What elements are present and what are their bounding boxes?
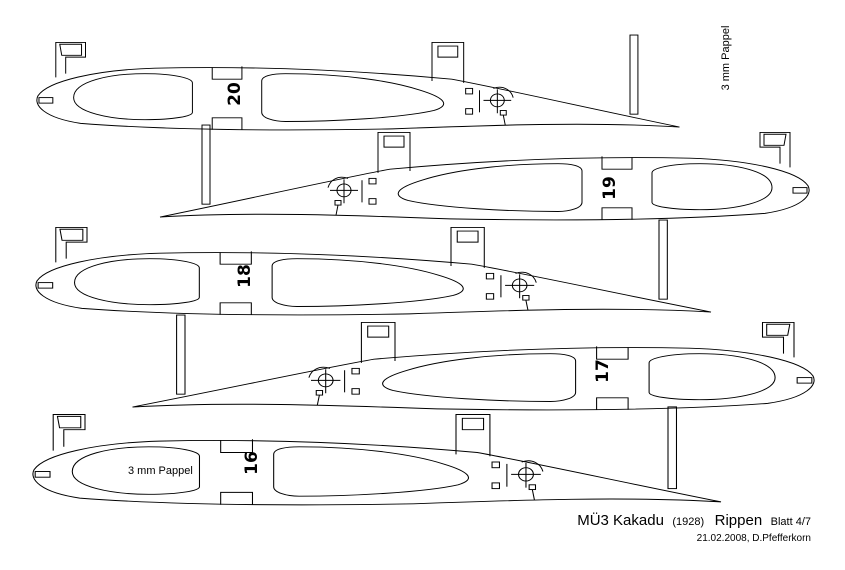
rib-20: 20 — [36, 34, 680, 131]
rib-20-number: 20 — [225, 82, 245, 106]
model-year: (1928) — [672, 516, 705, 528]
rib-16-number: 16 — [242, 451, 262, 475]
rib-18-number: 18 — [235, 264, 255, 288]
title-block: MÜ3 Kakadu (1928) Rippen Blatt 4/7 21.02… — [577, 512, 811, 544]
rib-16: 16 3 mm Pappel — [32, 406, 722, 506]
part-name: Rippen — [714, 512, 763, 529]
material-note: 3 mm Pappel — [720, 26, 732, 91]
sheet-number: Blatt 4/7 — [770, 516, 811, 528]
date-author: 21.02.2008, D.Pfefferkorn — [696, 533, 811, 544]
rib-18: 18 — [35, 219, 712, 316]
rib-17-number: 17 — [593, 359, 613, 383]
model-name: MÜ3 Kakadu — [577, 512, 664, 529]
rib-16-material: 3 mm Pappel — [128, 465, 193, 477]
rib-19: 19 — [159, 124, 810, 221]
rib-17: 17 — [131, 314, 815, 411]
rib-19-number: 19 — [600, 176, 620, 200]
